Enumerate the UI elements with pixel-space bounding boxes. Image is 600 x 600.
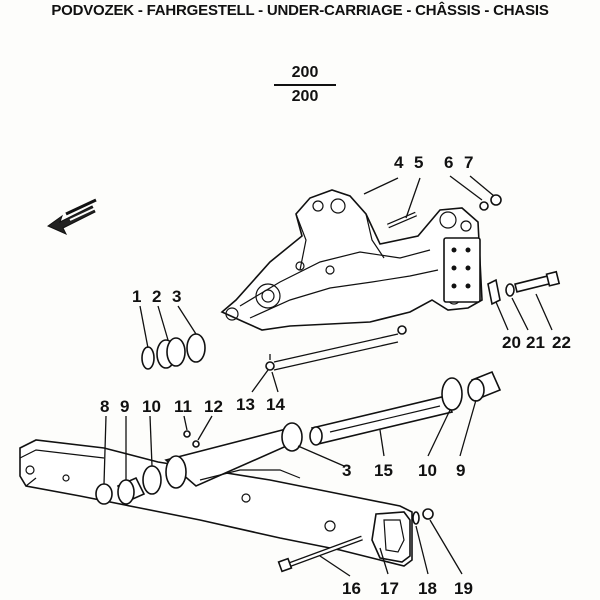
grease-nipple-part-11 [183, 430, 191, 438]
callout-9-right: 9 [456, 461, 465, 480]
seal-part-10-left [142, 465, 162, 495]
grease-nipple-part-12 [192, 440, 200, 448]
nut-part-19 [422, 508, 434, 520]
swing-arm-part-17 [19, 439, 413, 567]
grease-nipple-part-14 [397, 325, 407, 335]
seal-part-3-upper [186, 333, 206, 363]
callout-5: 5 [414, 153, 423, 172]
bushing-part-9-right [467, 370, 502, 402]
mounting-plate [443, 237, 481, 303]
figure-numerator: 200 [291, 64, 319, 81]
callout-3-lower: 3 [342, 461, 351, 480]
callout-1: 1 [132, 287, 141, 306]
leader-lines [103, 175, 553, 577]
seal-part-3-lower [281, 422, 303, 452]
grease-nipple-part-13 [265, 354, 275, 371]
callout-4: 4 [394, 153, 404, 172]
washer-part-18 [412, 511, 420, 525]
direction-arrow-icon [46, 198, 101, 236]
callout-3-upper: 3 [172, 287, 181, 306]
callout-19: 19 [454, 579, 473, 598]
callout-14: 14 [266, 395, 285, 414]
fraction-bar [274, 84, 336, 86]
washer-part-21 [505, 283, 515, 297]
shaft-part-15 [309, 395, 454, 446]
bolt-part-16 [277, 535, 363, 573]
page-title: PODVOZEK - FAHRGESTELL - UNDER-CARRIAGE … [51, 2, 549, 19]
callout-2: 2 [152, 287, 161, 306]
pin-part-5 [387, 211, 417, 229]
callout-6: 6 [444, 153, 453, 172]
upper-frame-casting [220, 189, 483, 331]
callout-10-right: 10 [418, 461, 437, 480]
callout-18: 18 [418, 579, 437, 598]
cap-part-8 [95, 483, 113, 505]
callout-10-left: 10 [142, 397, 161, 416]
seal-part-1 [141, 346, 155, 370]
plate-part-20 [487, 278, 501, 306]
bushing-part-9-left [116, 476, 146, 505]
callout-22: 22 [552, 333, 571, 352]
callout-13: 13 [236, 395, 255, 414]
callout-11: 11 [174, 397, 192, 416]
callout-9-left: 9 [120, 397, 129, 416]
callout-15: 15 [374, 461, 393, 480]
callout-12: 12 [204, 397, 223, 416]
callout-7: 7 [464, 153, 473, 172]
callout-17: 17 [380, 579, 399, 598]
callout-8: 8 [100, 397, 109, 416]
figure-number: 200 200 [270, 64, 340, 106]
callout-20: 20 [502, 333, 521, 352]
bearing-part-2 [156, 337, 186, 369]
seal-part-10-right [441, 377, 463, 411]
nut-part-7 [490, 194, 502, 206]
callout-16: 16 [342, 579, 361, 598]
figure-denominator: 200 [291, 88, 319, 105]
callout-21: 21 [526, 333, 545, 352]
bolt-part-22 [514, 270, 561, 293]
bolt-part-6 [479, 201, 489, 211]
